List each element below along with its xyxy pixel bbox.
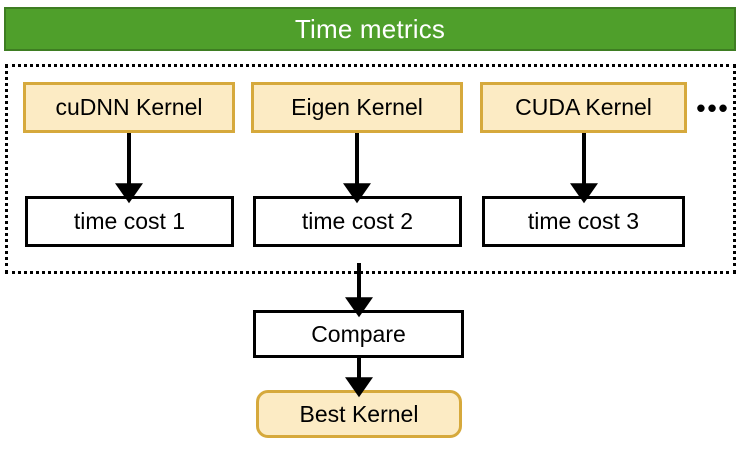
kernel-label: cuDNN Kernel bbox=[55, 94, 203, 120]
time-cost-box-2[interactable]: time cost 2 bbox=[253, 196, 462, 247]
header-banner: Time metrics bbox=[4, 7, 736, 51]
kernel-benchmark-group bbox=[5, 64, 736, 274]
best-kernel-box[interactable]: Best Kernel bbox=[256, 390, 462, 438]
kernel-box-cuda[interactable]: CUDA Kernel bbox=[480, 82, 687, 133]
time-cost-box-3[interactable]: time cost 3 bbox=[482, 196, 685, 247]
kernel-label: CUDA Kernel bbox=[515, 94, 652, 120]
best-kernel-label: Best Kernel bbox=[299, 400, 419, 427]
kernel-label: Eigen Kernel bbox=[291, 94, 423, 120]
time-cost-label: time cost 2 bbox=[301, 208, 414, 234]
kernel-box-cudnn[interactable]: cuDNN Kernel bbox=[23, 82, 235, 133]
compare-label: Compare bbox=[311, 320, 406, 347]
page-title: Time metrics bbox=[294, 14, 446, 44]
time-cost-box-1[interactable]: time cost 1 bbox=[25, 196, 234, 247]
time-cost-label: time cost 1 bbox=[73, 208, 186, 234]
time-cost-label: time cost 3 bbox=[527, 208, 640, 234]
kernel-box-eigen[interactable]: Eigen Kernel bbox=[251, 82, 463, 133]
compare-box[interactable]: Compare bbox=[253, 310, 464, 358]
more-kernels-ellipsis-icon: ••• bbox=[696, 93, 730, 123]
